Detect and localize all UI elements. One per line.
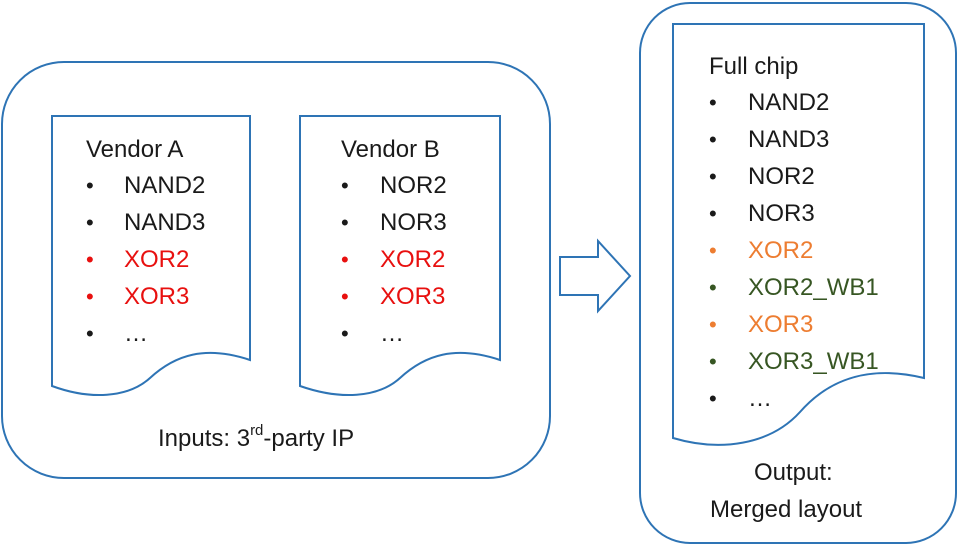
list-item: XOR3_WB1 (748, 348, 879, 375)
inputs-container (1, 61, 551, 479)
output-caption-line1: Output: (754, 459, 833, 486)
vendor-b-title: Vendor B (341, 136, 440, 163)
list-item: XOR2 (124, 246, 190, 273)
list-item: NAND2 (124, 172, 206, 199)
bullet-icon: • (341, 321, 349, 346)
list-item: XOR3 (748, 311, 814, 338)
list-item: … (380, 320, 404, 347)
list-item: NOR2 (748, 163, 815, 190)
list-item: XOR2 (380, 246, 446, 273)
bullet-icon: • (341, 173, 349, 198)
bullet-icon: • (86, 247, 94, 272)
list-item: NOR3 (380, 209, 447, 236)
inputs-caption: Inputs: 3rd-party IP (158, 422, 355, 454)
inputs-caption-sup: rd (250, 422, 264, 439)
list-item: NAND3 (748, 126, 830, 153)
list-item: … (748, 385, 772, 412)
vendor-a-title: Vendor A (86, 136, 184, 163)
bullet-icon: • (709, 90, 717, 115)
merge-arrow (559, 238, 632, 314)
inputs-caption-suffix: -party IP (263, 425, 355, 452)
list-item: NOR2 (380, 172, 447, 199)
bullet-icon: • (341, 284, 349, 309)
full-chip-title: Full chip (709, 53, 799, 80)
bullet-icon: • (709, 201, 717, 226)
vendor-b-document (299, 115, 501, 396)
bullet-icon: • (86, 173, 94, 198)
bullet-icon: • (86, 284, 94, 309)
list-item: NAND3 (124, 209, 206, 236)
bullet-icon: • (709, 127, 717, 152)
output-container (639, 2, 957, 544)
bullet-icon: • (709, 275, 717, 300)
list-item: NOR3 (748, 200, 815, 227)
inputs-caption-prefix: Inputs: 3 (158, 425, 251, 452)
bullet-icon: • (709, 164, 717, 189)
list-item: XOR2_WB1 (748, 274, 879, 301)
list-item: XOR2 (748, 237, 814, 264)
list-item: … (124, 320, 148, 347)
bullet-icon: • (86, 321, 94, 346)
bullet-icon: • (86, 210, 94, 235)
bullet-icon: • (709, 312, 717, 337)
bullet-icon: • (341, 210, 349, 235)
list-item: NAND2 (748, 89, 830, 116)
vendor-a-document (51, 115, 251, 396)
list-item: XOR3 (380, 283, 446, 310)
bullet-icon: • (341, 247, 349, 272)
bullet-icon: • (709, 349, 717, 374)
bullet-icon: • (709, 386, 717, 411)
bullet-icon: • (709, 238, 717, 263)
list-item: XOR3 (124, 283, 190, 310)
output-caption-line2: Merged layout (710, 496, 863, 523)
full-chip-document (672, 23, 925, 446)
